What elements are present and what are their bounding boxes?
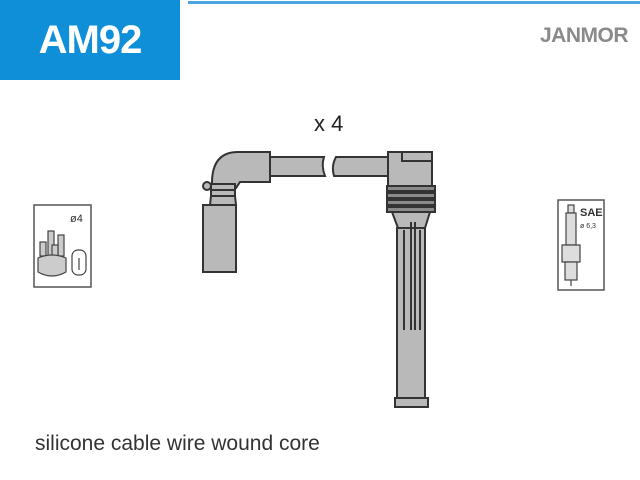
spark-plug-size: ø 6,3: [580, 223, 596, 230]
quantity-label: x 4: [314, 111, 344, 136]
brand-name: JANMOR: [539, 24, 629, 47]
distributor-diameter: ø4: [70, 213, 83, 225]
part-code: AM92: [38, 17, 143, 62]
spark-plug-standard: SAE: [580, 207, 603, 219]
coil-connector-straight: [386, 151, 436, 408]
distributor-cap-icon: ø4: [33, 204, 92, 288]
plug-boot-angled: [202, 151, 271, 273]
cable-segment-right: [331, 156, 389, 177]
spark-plug-icon: SAE ø 6,3: [557, 199, 605, 291]
header-divider: [188, 1, 640, 4]
cable-segment-left: [269, 156, 327, 177]
part-code-banner: AM92: [0, 0, 180, 80]
cable-description: silicone cable wire wound core: [35, 432, 320, 455]
